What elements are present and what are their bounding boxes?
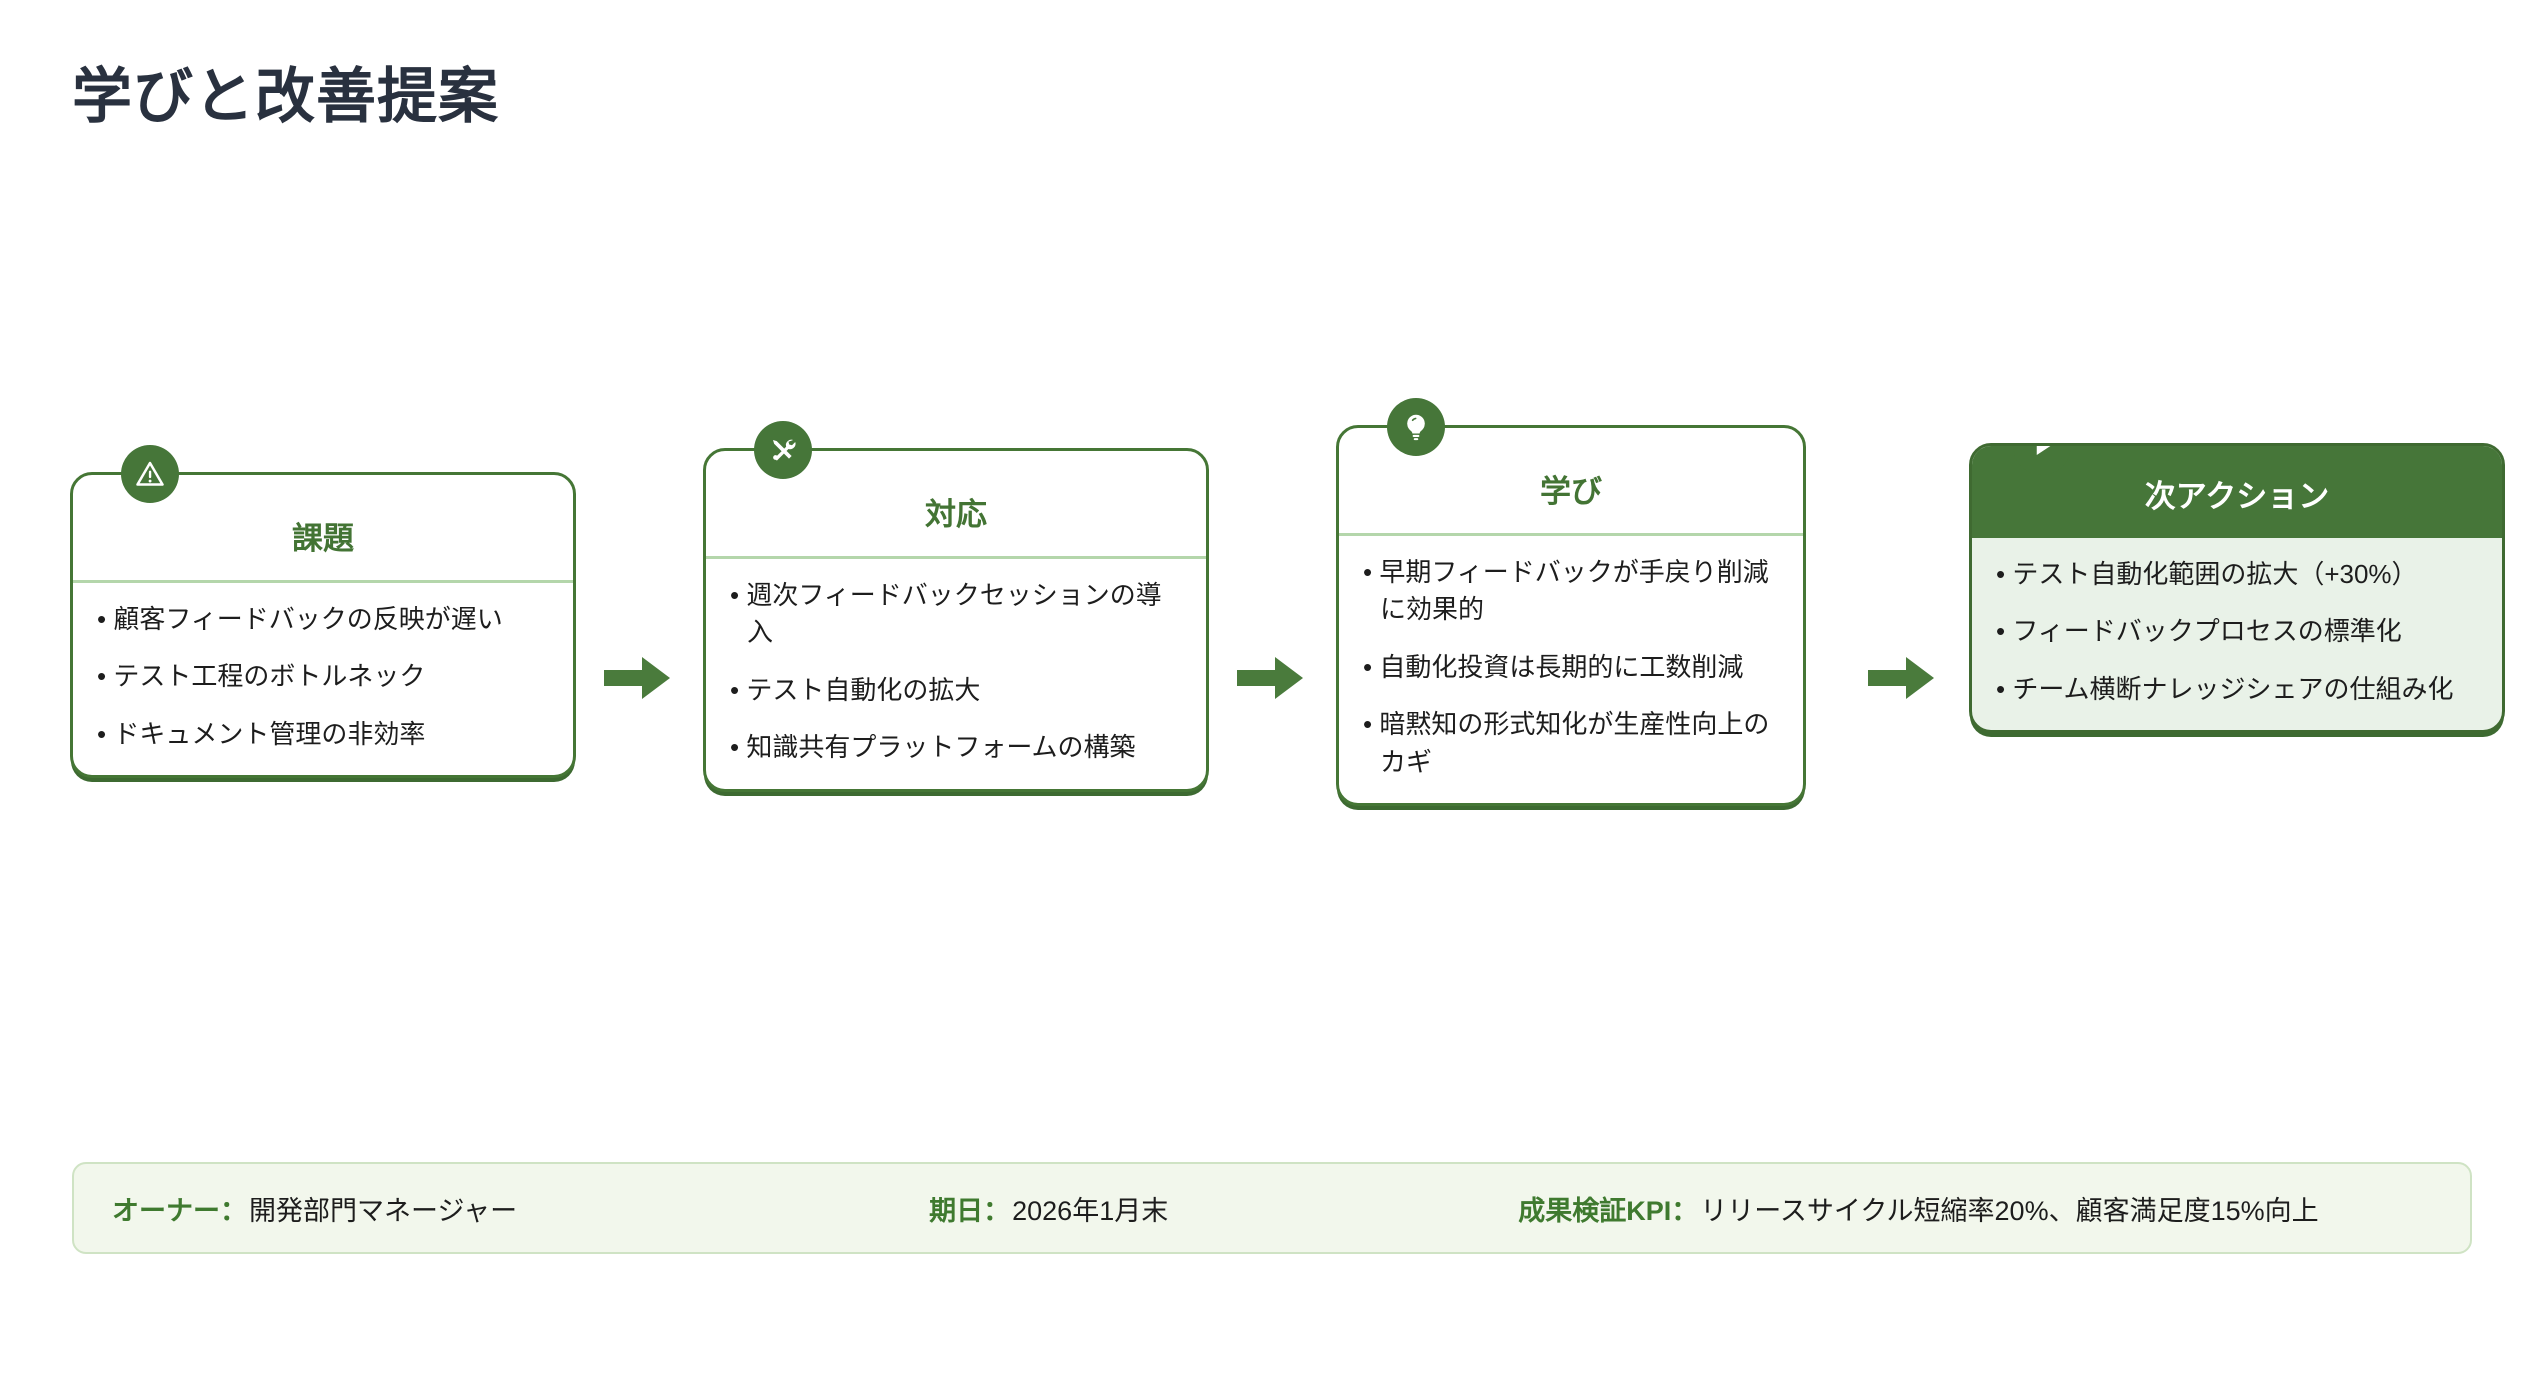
- footer-due-label: 期日：: [929, 1195, 1011, 1226]
- footer-due: 期日： 2026年1月末: [929, 1189, 1168, 1228]
- footer-kpi-label: 成果検証KPI：: [1518, 1195, 1699, 1226]
- flow-card-issue[interactable]: 課題 顧客フィードバックの反映が遅い テスト工程のボトルネック ドキュメント管理…: [70, 445, 576, 779]
- footer-owner-value: 開発部門マネージャー: [249, 1195, 518, 1226]
- list-item: テスト自動化範囲の拡大（+30%）: [1996, 556, 2478, 593]
- list-item: ドキュメント管理の非効率: [97, 716, 549, 753]
- list-item: テスト自動化の拡大: [730, 672, 1182, 709]
- card-bullets-learning: 早期フィードバックが手戻り削減に効果的 自動化投資は長期的に工数削減 暗黙知の形…: [1339, 536, 1803, 803]
- tools-icon: [754, 421, 812, 479]
- footer-due-value: 2026年1月末: [1012, 1195, 1169, 1226]
- list-item: 週次フィードバックセッションの導入: [730, 577, 1182, 652]
- list-item: 早期フィードバックが手戻り削減に効果的: [1363, 554, 1779, 629]
- warning-triangle-icon: [121, 445, 179, 503]
- card-bullets-issue: 顧客フィードバックの反映が遅い テスト工程のボトルネック ドキュメント管理の非効…: [73, 583, 573, 775]
- arrow-right-icon: [604, 655, 670, 701]
- list-item: 知識共有プラットフォームの構築: [730, 729, 1182, 766]
- list-item: 顧客フィードバックの反映が遅い: [97, 601, 549, 638]
- flow-card-response[interactable]: 対応 週次フィードバックセッションの導入 テスト自動化の拡大 知識共有プラットフ…: [703, 421, 1209, 792]
- card-title-issue: 課題: [73, 475, 573, 583]
- card-bullets-next-action: テスト自動化範囲の拡大（+30%） フィードバックプロセスの標準化 チーム横断ナ…: [1972, 538, 2502, 730]
- page-title: 学びと改善提案: [72, 63, 499, 130]
- summary-footer: オーナー： 開発部門マネージャー 期日： 2026年1月末 成果検証KPI： リ…: [72, 1162, 2472, 1254]
- list-item: 暗黙知の形式知化が生産性向上のカギ: [1363, 706, 1779, 781]
- list-item: フィードバックプロセスの標準化: [1996, 613, 2478, 650]
- flow-card-learning[interactable]: 学び 早期フィードバックが手戻り削減に効果的 自動化投資は長期的に工数削減 暗黙…: [1336, 398, 1806, 807]
- footer-kpi: 成果検証KPI： リリースサイクル短縮率20%、顧客満足度15%向上: [1518, 1189, 2318, 1228]
- footer-owner: オーナー： 開発部門マネージャー: [112, 1189, 517, 1228]
- flow-card-next-action[interactable]: 次アクション テスト自動化範囲の拡大（+30%） フィードバックプロセスの標準化…: [1969, 443, 2505, 734]
- lightbulb-icon: [1387, 398, 1445, 456]
- footer-kpi-value: リリースサイクル短縮率20%、顧客満足度15%向上: [1700, 1195, 2319, 1226]
- list-item: チーム横断ナレッジシェアの仕組み化: [1996, 671, 2478, 708]
- process-flow: 課題 顧客フィードバックの反映が遅い テスト工程のボトルネック ドキュメント管理…: [0, 398, 2542, 960]
- footer-owner-label: オーナー：: [112, 1195, 247, 1226]
- arrow-right-icon: [1237, 655, 1303, 701]
- card-bullets-response: 週次フィードバックセッションの導入 テスト自動化の拡大 知識共有プラットフォーム…: [706, 559, 1206, 789]
- list-item: テスト工程のボトルネック: [97, 658, 549, 695]
- card-title-learning: 学び: [1339, 428, 1803, 536]
- arrow-right-icon: [1868, 655, 1934, 701]
- card-title-response: 対応: [706, 451, 1206, 559]
- list-item: 自動化投資は長期的に工数削減: [1363, 649, 1779, 686]
